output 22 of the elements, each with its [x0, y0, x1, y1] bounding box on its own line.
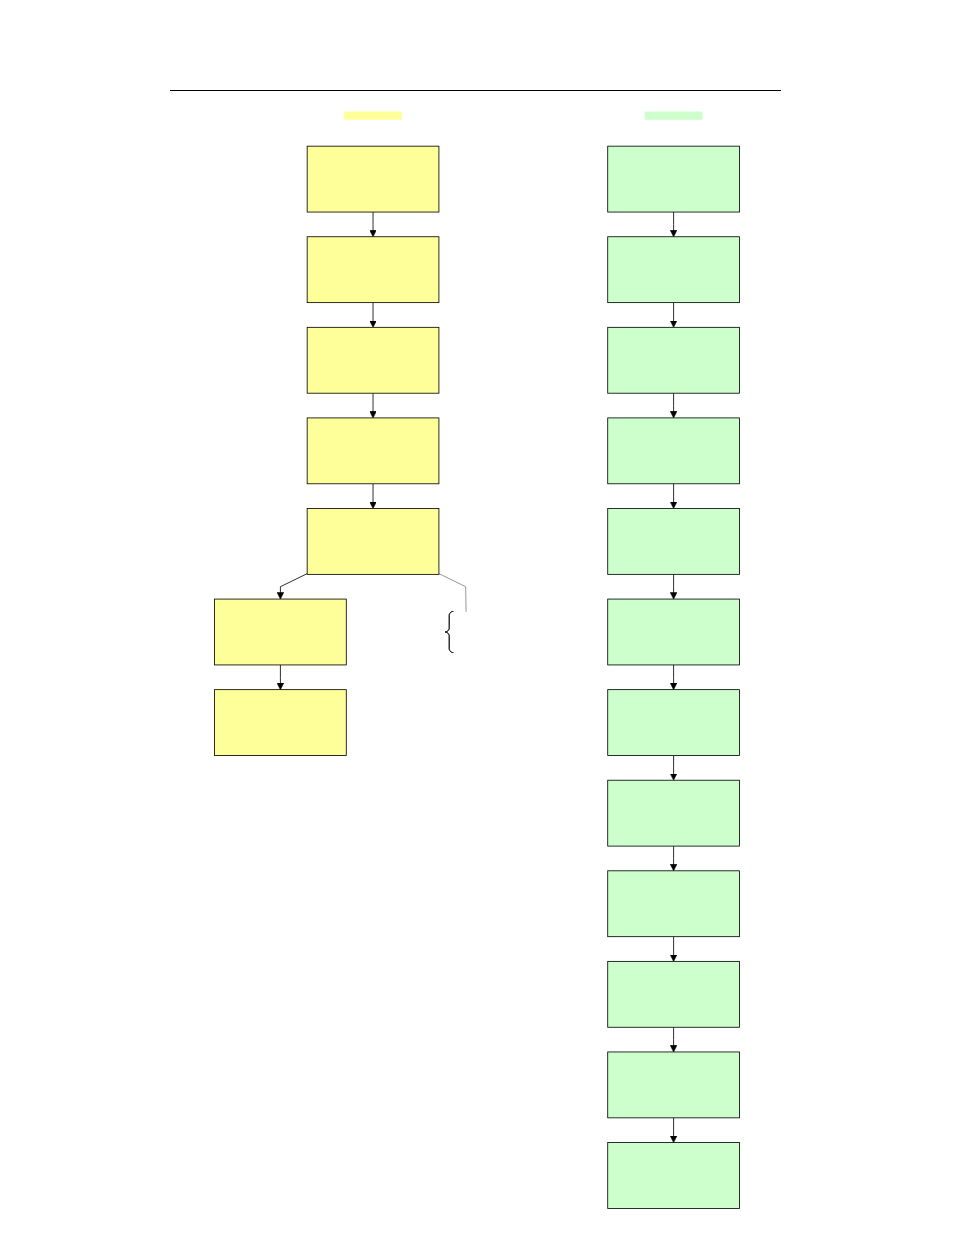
node-box: [306, 145, 440, 213]
node-box: [306, 236, 440, 304]
node-box: [214, 598, 347, 666]
node-box: [607, 1051, 740, 1119]
node-box: [607, 508, 740, 575]
node-box: [607, 598, 740, 666]
node-box: [607, 779, 740, 847]
node-box: [607, 236, 740, 304]
node-box: [306, 417, 440, 485]
node-box: [607, 326, 740, 394]
node-box: [607, 960, 740, 1028]
node-box: [607, 417, 740, 485]
node-box: [306, 508, 440, 575]
node-box: [607, 145, 740, 213]
node-box: [607, 870, 740, 938]
node-box: [214, 689, 347, 756]
node-box: [607, 1142, 740, 1209]
node-bar: [344, 111, 402, 120]
node-box: [306, 326, 440, 394]
node-box: [607, 689, 740, 756]
node-bar: [644, 111, 703, 120]
node-bracket: [444, 611, 454, 653]
